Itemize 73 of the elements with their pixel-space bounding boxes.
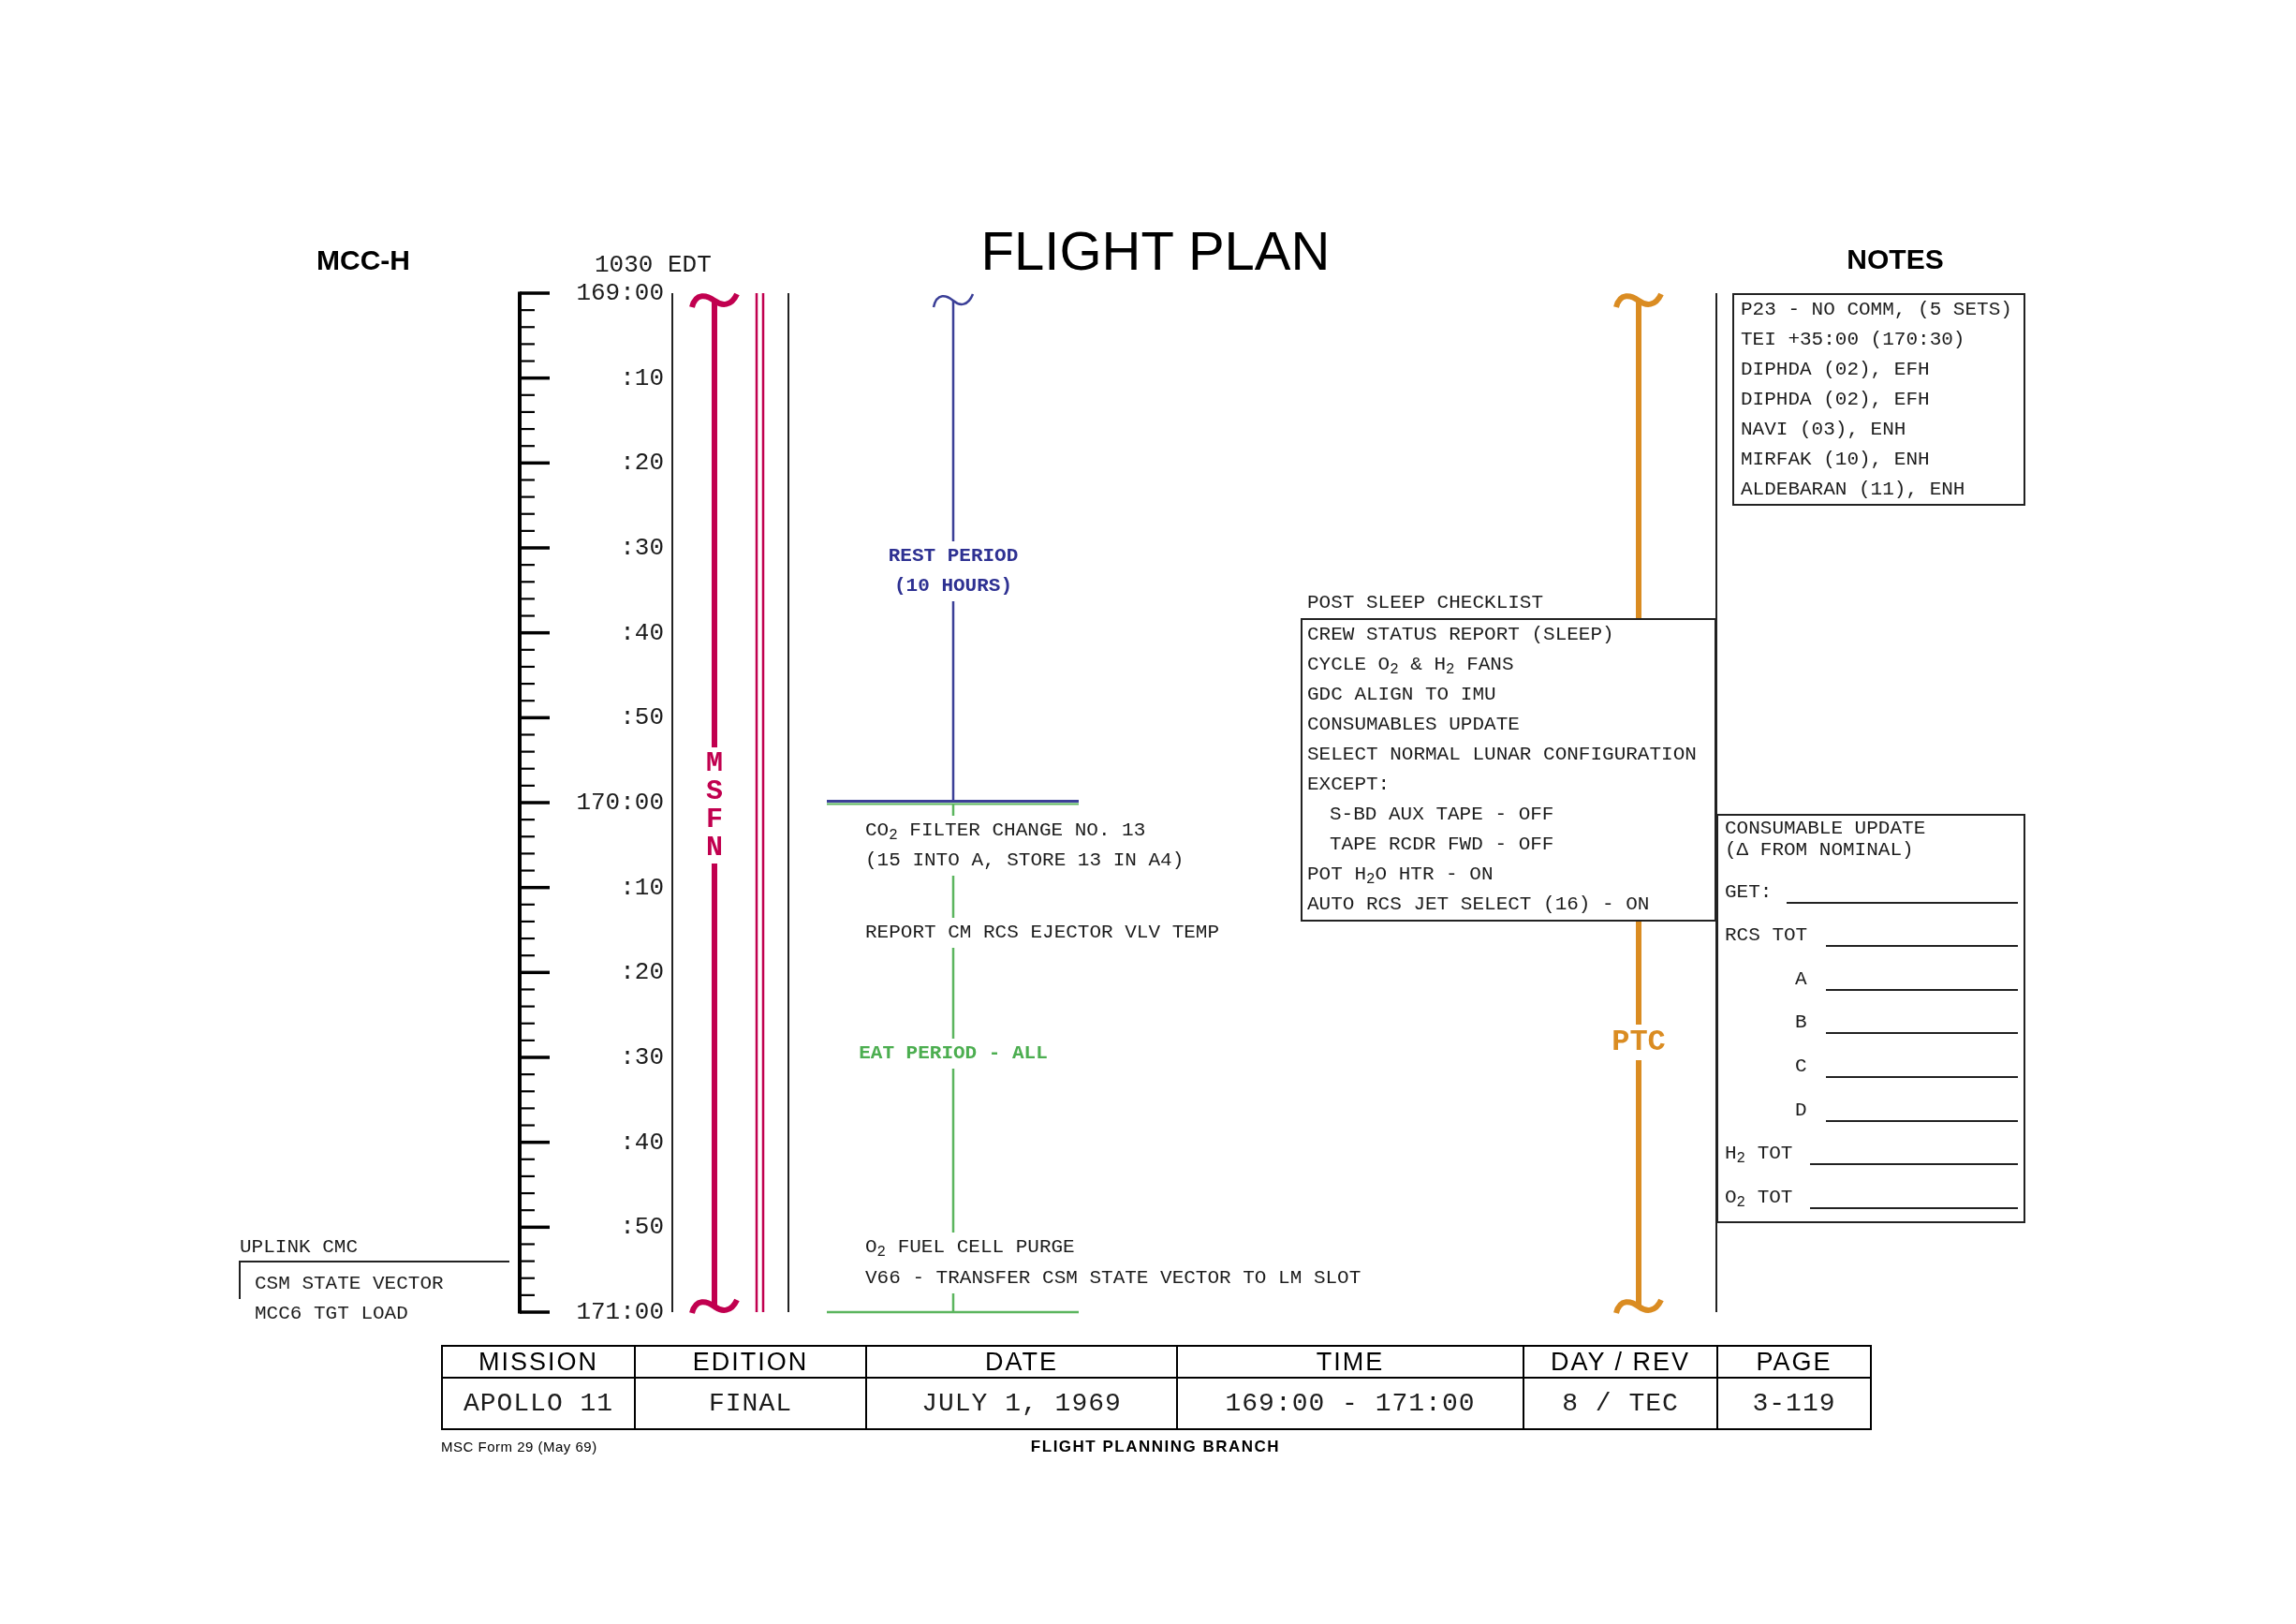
field-value: 3-119 bbox=[1718, 1379, 1872, 1430]
checklist-item: AUTO RCS JET SELECT (16) - ON bbox=[1307, 893, 1650, 917]
form-subtitle: (Δ FROM NOMINAL) bbox=[1725, 839, 1914, 861]
activity-text: (15 INTO A, STORE 13 IN A4) bbox=[865, 849, 1185, 873]
note-item: DIPHDA (02), EFH bbox=[1741, 388, 1930, 412]
checklist-item: S-BD AUX TAPE - OFF bbox=[1330, 803, 1554, 827]
checklist-item: CREW STATUS REPORT (SLEEP) bbox=[1307, 623, 1614, 647]
note-item: MIRFAK (10), ENH bbox=[1741, 448, 1930, 472]
checklist-heading: POST SLEEP CHECKLIST bbox=[1307, 591, 1544, 615]
column-heading: NOTES bbox=[1847, 243, 1944, 276]
column-header: PAGE bbox=[1718, 1347, 1872, 1379]
checklist-item: EXCEPT: bbox=[1307, 773, 1391, 797]
column-header: EDITION bbox=[636, 1347, 867, 1379]
consumable-update-form bbox=[1716, 814, 2025, 1223]
form-number: MSC Form 29 (May 69) bbox=[441, 1438, 597, 1456]
checklist-item: SELECT NORMAL LUNAR CONFIGURATION bbox=[1307, 743, 1697, 767]
activity-text: CO$_{2}$ FILTER CHANGE NO. 13 bbox=[865, 819, 1146, 844]
note-item: DIPHDA (02), EFH bbox=[1741, 358, 1930, 382]
uplink-heading: UPLINK CMC bbox=[240, 1235, 359, 1260]
column-heading: MCC-H bbox=[316, 244, 410, 277]
bar-label: REST PERIOD (10 HOURS) bbox=[887, 544, 1020, 598]
column-header: TIME bbox=[1178, 1347, 1524, 1379]
time-label: :20 bbox=[620, 449, 664, 478]
activity-text: REPORT CM RCS EJECTOR VLV TEMP bbox=[865, 921, 1220, 945]
time-label: :20 bbox=[620, 958, 664, 987]
field-value: APOLLO 11 bbox=[443, 1379, 636, 1430]
time-label: 170:00 bbox=[576, 789, 664, 817]
page-title: FLIGHT PLAN bbox=[980, 219, 1331, 283]
checklist-item: TAPE RCDR FWD - OFF bbox=[1330, 833, 1554, 857]
checklist-item: POT H$_{2}$O HTR - ON bbox=[1307, 863, 1494, 890]
time-label: :10 bbox=[620, 363, 664, 392]
form-label: RCS TOT bbox=[1725, 924, 1808, 948]
form-label: GET: bbox=[1725, 880, 1773, 904]
time-label: :50 bbox=[620, 703, 664, 732]
field-value: 8 / TEC bbox=[1524, 1379, 1718, 1430]
bar-label: EAT PERIOD - ALL bbox=[859, 1041, 1048, 1066]
time-label: 169:00 bbox=[576, 279, 664, 307]
note-item: TEI +35:00 (170:30) bbox=[1741, 328, 1965, 352]
checklist-item: CONSUMABLES UPDATE bbox=[1307, 713, 1520, 737]
field-value: FINAL bbox=[636, 1379, 867, 1430]
time-label: :30 bbox=[620, 534, 664, 562]
checklist-item: CYCLE O$_{2}$ & H$_{2}$ FANS bbox=[1307, 653, 1514, 680]
form-label: B bbox=[1795, 1011, 1807, 1035]
column-header: MISSION bbox=[443, 1347, 636, 1379]
time-label: :50 bbox=[620, 1213, 664, 1242]
time-label: 171:00 bbox=[576, 1298, 664, 1326]
form-label: O$_{2}$ TOT bbox=[1725, 1186, 1793, 1209]
activity-text: O$_{2}$ FUEL CELL PURGE bbox=[865, 1235, 1075, 1261]
bar-label: MSFN bbox=[705, 749, 724, 862]
notes-box bbox=[1732, 293, 2025, 506]
form-label: D bbox=[1795, 1099, 1807, 1122]
uplink-item: MCC6 TGT LOAD bbox=[255, 1302, 408, 1326]
note-item: P23 - NO COMM, (5 SETS) bbox=[1741, 298, 2012, 322]
note-item: NAVI (03), ENH bbox=[1741, 418, 1906, 442]
form-label: A bbox=[1795, 967, 1807, 991]
form-label: C bbox=[1795, 1055, 1807, 1078]
time-label: :30 bbox=[620, 1043, 664, 1071]
branch-name: FLIGHT PLANNING BRANCH bbox=[1030, 1437, 1281, 1457]
time-label: :10 bbox=[620, 873, 664, 902]
field-value: JULY 1, 1969 bbox=[867, 1379, 1178, 1430]
activity-text: V66 - TRANSFER CSM STATE VECTOR TO LM SLOT bbox=[865, 1266, 1361, 1291]
bar-label: PTC bbox=[1612, 1026, 1666, 1059]
field-value: 169:00 - 171:00 bbox=[1178, 1379, 1524, 1430]
form-title: CONSUMABLE UPDATE bbox=[1725, 818, 1926, 839]
time-label: :40 bbox=[620, 1128, 664, 1157]
form-label: H$_{2}$ TOT bbox=[1725, 1143, 1793, 1166]
time-zone-label: 1030 EDT bbox=[595, 251, 712, 279]
uplink-item: CSM STATE VECTOR bbox=[255, 1272, 444, 1296]
time-label: :40 bbox=[620, 618, 664, 647]
note-item: ALDEBARAN (11), ENH bbox=[1741, 478, 1965, 502]
checklist-item: GDC ALIGN TO IMU bbox=[1307, 683, 1496, 707]
column-header: DATE bbox=[867, 1347, 1178, 1379]
column-header: DAY / REV bbox=[1524, 1347, 1718, 1379]
